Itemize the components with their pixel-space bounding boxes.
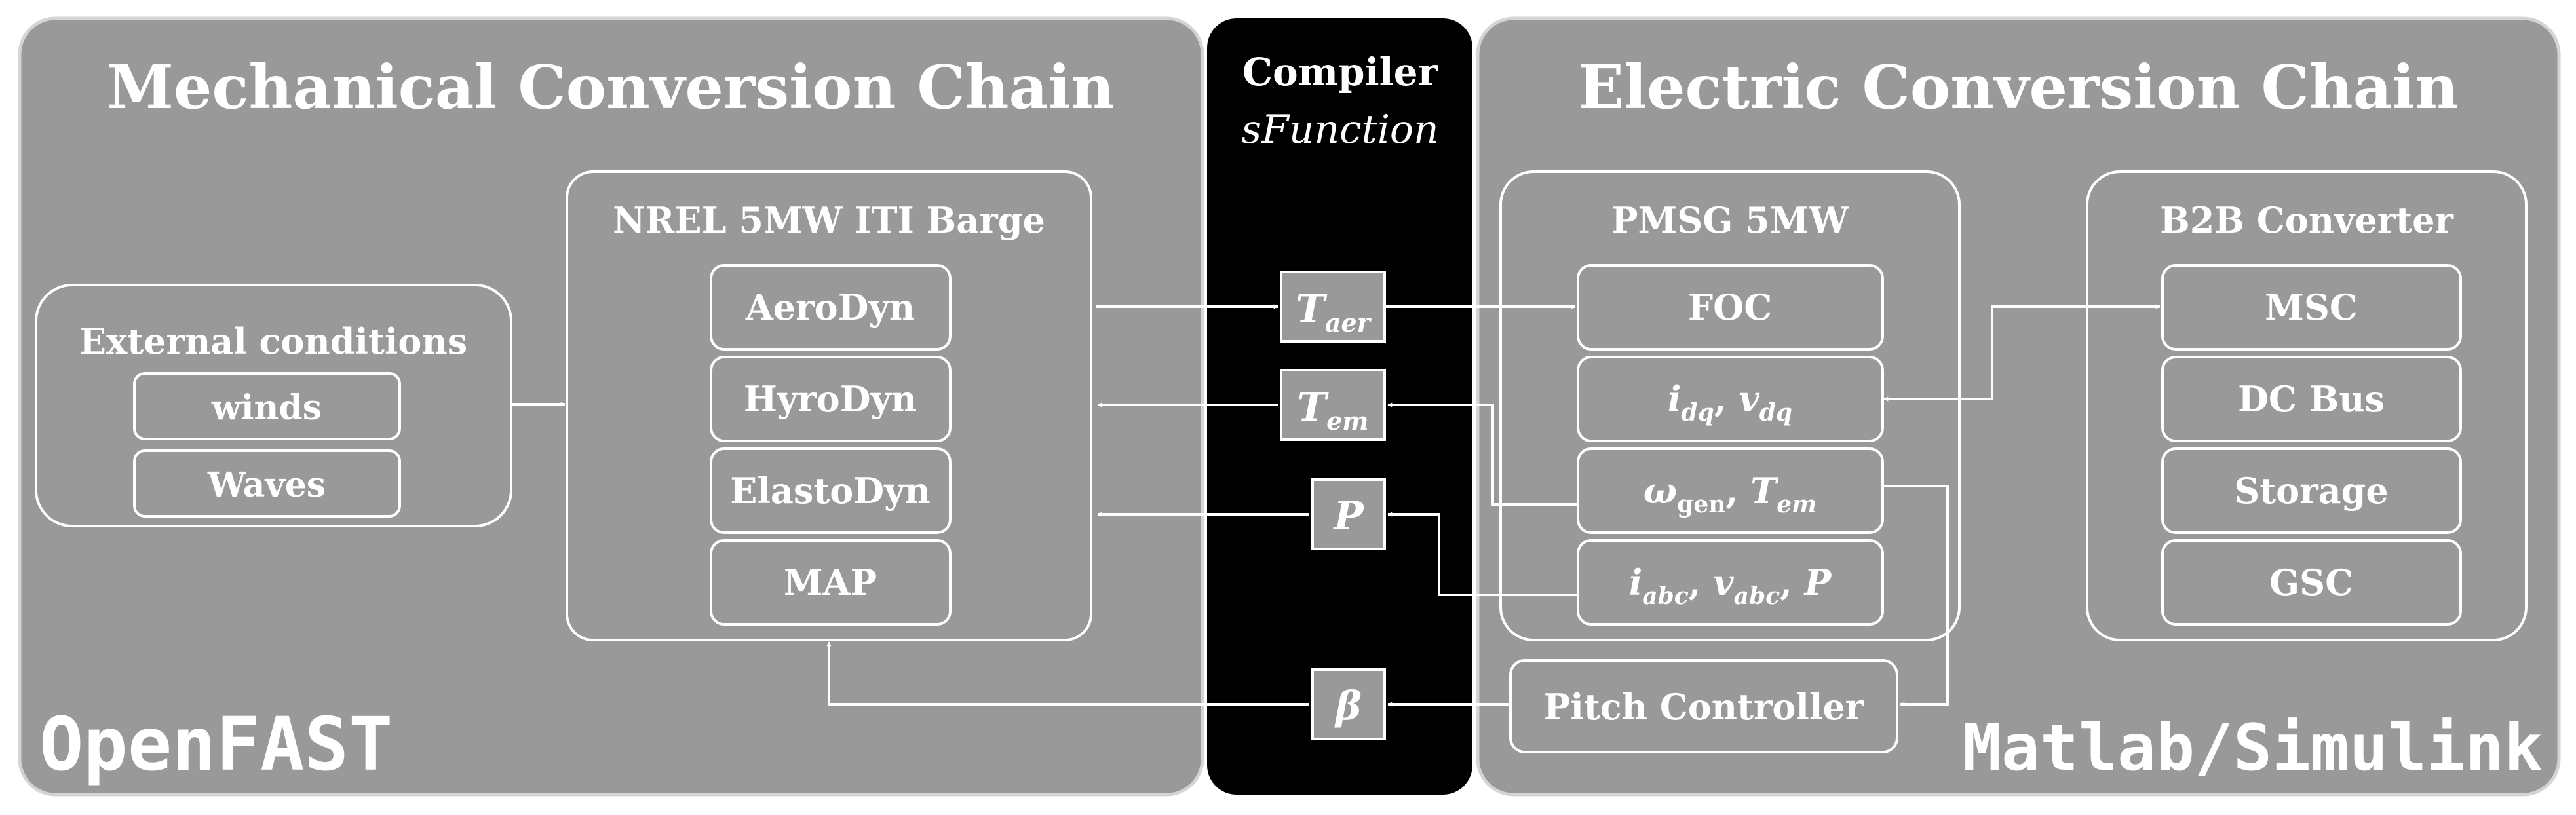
compiler-subtitle: sFunction <box>1241 107 1438 153</box>
omega-tem-box <box>1577 447 1884 534</box>
idq-vdq-label: idq, vdq <box>1668 378 1792 426</box>
matlab-simulink-label: Matlab/Simulink <box>1963 711 2543 786</box>
map-label: MAP <box>784 561 877 603</box>
aerodyn-box <box>710 264 952 351</box>
tem-signal-label: Tem <box>1297 385 1368 436</box>
elastodyn-box <box>710 447 952 534</box>
msc-box <box>2161 264 2462 351</box>
storage-label: Storage <box>2234 470 2389 512</box>
mechanical-title: Mechanical Conversion Chain <box>107 52 1115 123</box>
p-signal-box <box>1311 478 1386 550</box>
gsc-label: GSC <box>2269 561 2353 603</box>
pitch-controller-label: Pitch Controller <box>1544 686 1864 728</box>
pitch-controller-box <box>1509 659 1898 753</box>
gsc-box <box>2161 539 2462 626</box>
taer-signal-label: Taer <box>1296 286 1372 337</box>
hydrodyn-label: HyroDyn <box>744 378 917 420</box>
waves-box <box>133 449 401 518</box>
omega-to-tem-arrow <box>1387 402 1578 506</box>
waves-label: Waves <box>207 465 326 505</box>
electric-title: Electric Conversion Chain <box>1578 52 2459 123</box>
beta-signal-label: β <box>1334 683 1362 729</box>
dc-bus-box <box>2161 356 2462 442</box>
beta-signal-box <box>1311 668 1386 740</box>
iabc-vabc-p-box <box>1577 539 1884 626</box>
dc-bus-label: DC Bus <box>2238 378 2385 420</box>
omega-to-pitch-arrow <box>1884 485 1949 707</box>
taer-signal-box <box>1280 271 1386 343</box>
mechanical-panel <box>18 16 1204 797</box>
compiler-title: Compiler <box>1242 50 1439 94</box>
map-box <box>710 539 952 626</box>
foc-label: FOC <box>1688 286 1772 328</box>
elastodyn-label: ElastoDyn <box>730 470 931 512</box>
nrel-barge-box <box>566 170 1092 641</box>
hydrodyn-box <box>710 356 952 442</box>
winds-label: winds <box>211 388 322 428</box>
idq-vdq-box <box>1577 356 1884 442</box>
external-conditions-box <box>35 284 512 527</box>
aerodyn-label: AeroDyn <box>745 286 915 328</box>
tem-signal-box <box>1280 369 1386 441</box>
omega-tem-label: ωgen, Tem <box>1644 470 1817 518</box>
beta-to-nrel-arrow <box>826 641 1309 706</box>
foc-box <box>1577 264 1884 351</box>
b2b-converter-title: B2B Converter <box>2160 199 2453 241</box>
b2b-converter-box <box>2086 170 2528 641</box>
idq-msc-link <box>1883 304 2161 402</box>
pmsg-box <box>1499 170 1961 641</box>
iabc-to-p-arrow <box>1387 512 1578 596</box>
iabc-vabc-p-label: iabc, vabc, P <box>1629 561 1832 610</box>
p-signal-label: P <box>1332 493 1364 539</box>
openfast-label: OpenFAST <box>39 702 393 787</box>
winds-box <box>133 372 401 440</box>
electric-panel <box>1476 16 2561 797</box>
nrel-barge-title: NREL 5MW ITI Barge <box>613 199 1045 241</box>
storage-box <box>2161 447 2462 534</box>
pmsg-title: PMSG 5MW <box>1611 199 1850 241</box>
msc-label: MSC <box>2265 286 2358 328</box>
external-conditions-title: External conditions <box>79 320 467 362</box>
